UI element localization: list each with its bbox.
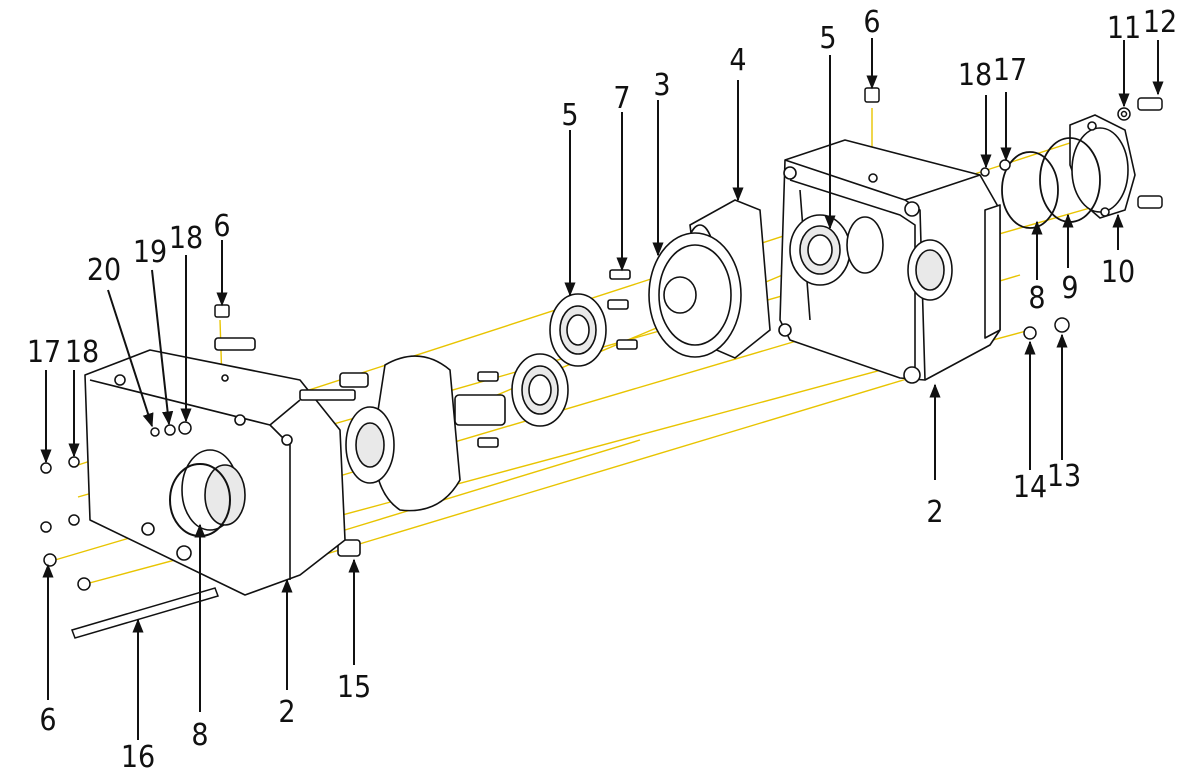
callout-17-left: 17	[27, 335, 61, 370]
callout-10: 10	[1101, 255, 1135, 290]
gear-shaft-part-4	[607, 199, 771, 359]
callout-15: 15	[337, 670, 371, 705]
callout-8-left: 8	[191, 718, 208, 753]
callout-6-lefttop: 6	[213, 209, 230, 244]
callout-6-bottom: 6	[39, 703, 56, 738]
callout-2-right: 2	[926, 495, 943, 530]
callout-18-mid: 18	[169, 221, 203, 256]
callout-20: 20	[87, 253, 121, 288]
callout-8-right: 8	[1028, 281, 1045, 316]
bearing-middle	[511, 293, 607, 427]
callout-7: 7	[613, 81, 630, 116]
callout-17-right: 17	[993, 53, 1027, 88]
left-fasteners	[40, 304, 230, 639]
callout-6-top: 6	[863, 5, 880, 40]
callout-5-right: 5	[819, 21, 836, 56]
leader-arrows	[40, 38, 1164, 740]
callout-3: 3	[653, 68, 670, 103]
callout-16: 16	[121, 740, 155, 775]
callout-13: 13	[1047, 459, 1081, 494]
callout-5-mid: 5	[561, 98, 578, 133]
cover-flange	[1069, 114, 1136, 219]
callout-12: 12	[1143, 5, 1177, 40]
right-fasteners	[864, 87, 1163, 340]
left-housing	[84, 337, 356, 596]
callout-11: 11	[1107, 11, 1141, 46]
callout-18-right: 18	[958, 58, 992, 93]
right-housing	[778, 139, 1001, 384]
callout-4: 4	[729, 43, 746, 78]
crank-disc	[337, 355, 506, 557]
callout-9: 9	[1061, 271, 1078, 306]
callout-18-left: 18	[65, 335, 99, 370]
callout-2-left: 2	[278, 695, 295, 730]
callout-19: 19	[133, 235, 167, 270]
callout-14: 14	[1013, 470, 1047, 505]
